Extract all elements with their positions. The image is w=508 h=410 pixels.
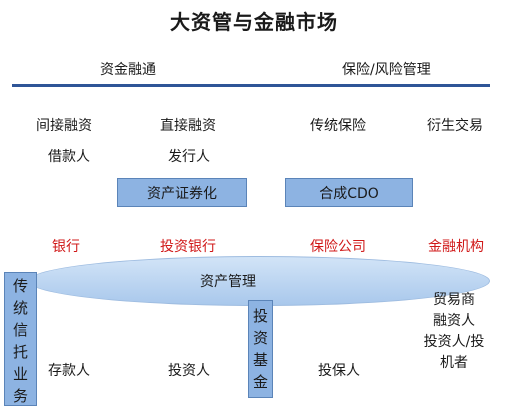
institution-insurance-company: 保险公司 (310, 239, 366, 255)
trade-line: 机者 (440, 355, 468, 371)
trust-char: 业 (12, 365, 28, 383)
institution-financial-institution: 金融机构 (428, 239, 484, 255)
box-synthetic-cdo: 合成CDO (285, 178, 413, 207)
category-derivatives: 衍生交易 (427, 118, 483, 134)
fund-char: 投 (252, 307, 268, 325)
box-synthetic-cdo-label: 合成CDO (319, 185, 379, 202)
institution-investment-bank: 投资银行 (160, 239, 216, 255)
category-direct-finance: 直接融资 (160, 118, 216, 134)
label-policyholder: 投保人 (318, 363, 360, 379)
trade-line: 贸易商 (433, 292, 475, 308)
institution-bank: 银行 (52, 239, 80, 255)
box-traditional-trust-business: 传 统 信 托 业 务 (4, 272, 37, 406)
trust-char: 统 (12, 299, 28, 317)
section-divider (12, 84, 490, 87)
fund-char: 金 (252, 373, 268, 391)
diagram-title: 大资管与金融市场 (170, 10, 338, 34)
label-investor: 投资人 (168, 363, 210, 379)
label-issuer: 发行人 (168, 149, 210, 165)
asset-management-label: 资产管理 (200, 274, 256, 290)
trade-line: 融资人 (433, 313, 475, 329)
box-investment-fund: 投 资 基 金 (248, 300, 273, 398)
trade-participants: 贸易商 融资人 投资人/投 机者 (414, 290, 494, 374)
fund-char: 资 (252, 329, 268, 347)
fund-char: 基 (252, 351, 268, 369)
trust-char: 传 (12, 277, 28, 295)
asset-management-ellipse (28, 256, 490, 306)
label-depositor: 存款人 (48, 363, 90, 379)
trade-line: 投资人/投 (423, 334, 485, 350)
trust-char: 托 (12, 343, 28, 361)
label-borrower: 借款人 (48, 149, 90, 165)
section-insurance-risk: 保险/风险管理 (342, 62, 431, 78)
category-indirect-finance: 间接融资 (36, 118, 92, 134)
box-asset-securitization-label: 资产证券化 (147, 185, 217, 202)
trust-char: 信 (12, 321, 28, 339)
section-funding: 资金融通 (100, 62, 156, 78)
box-asset-securitization: 资产证券化 (117, 178, 247, 207)
category-traditional-insurance: 传统保险 (310, 118, 366, 134)
trust-char: 务 (12, 387, 28, 405)
